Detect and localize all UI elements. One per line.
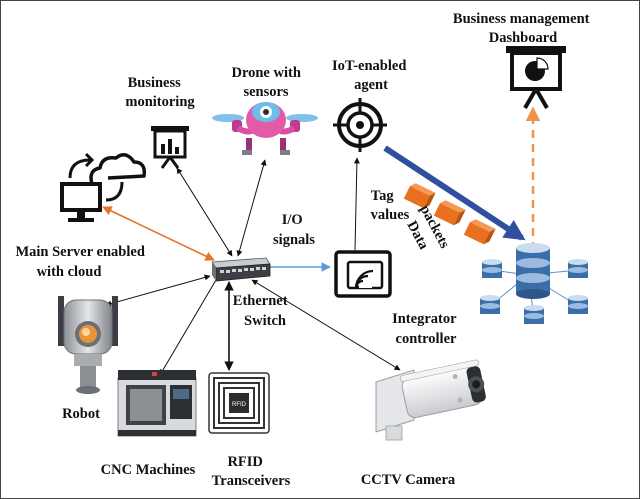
integrator-label: Integrator controller	[392, 311, 460, 347]
rfid-tag-icon: RFID	[208, 372, 270, 434]
integrator-label-line2: controller	[396, 331, 457, 347]
integrator-label-line1: Integrator	[392, 311, 457, 327]
io-signals-label: I/O signals	[273, 212, 315, 248]
rfid-chip-label: RFID	[232, 402, 247, 408]
rfid-label: RFID Transceivers	[212, 454, 291, 489]
robot-icon	[58, 296, 118, 394]
io-signals-label-line1: I/O	[282, 212, 303, 228]
data-packets-icon	[403, 183, 496, 245]
target-icon	[333, 98, 387, 152]
iot-agent-label: IoT-enabled agent	[332, 58, 410, 93]
ethernet-switch-label-line2: Switch	[244, 313, 286, 329]
tag-values-label: Tag values	[371, 188, 410, 223]
ethernet-switch-label: Ethernet Switch	[233, 293, 291, 329]
ethernet-switch-icon	[211, 257, 271, 282]
labels: Business management Dashboard Business m…	[15, 11, 593, 489]
link-switch-cnc	[159, 279, 217, 376]
dashboard-board-icon	[506, 46, 566, 110]
business-management-label: Business management Dashboard	[453, 11, 593, 46]
robot-label: Robot	[62, 406, 100, 422]
connections	[102, 106, 541, 376]
drone-label: Drone with sensors	[231, 65, 304, 100]
database-network-icon	[480, 243, 588, 324]
business-management-label-line1: Business management	[453, 11, 590, 27]
iot-agent-label-line1: IoT-enabled	[332, 58, 406, 74]
server-cloud-icon	[60, 152, 147, 222]
iot-agent-label-line2: agent	[354, 77, 388, 93]
cnc-machine-icon	[117, 370, 197, 437]
link-switch-drone	[236, 159, 267, 257]
link-switch-robot	[105, 274, 211, 307]
drone-label-line2: sensors	[243, 84, 288, 100]
main-server-label-line2: with cloud	[37, 264, 102, 280]
integrator-controller-icon	[334, 250, 392, 298]
presentation-board-icon	[151, 126, 189, 169]
business-management-label-line2: Dashboard	[489, 30, 558, 46]
ethernet-switch-label-line1: Ethernet	[233, 293, 288, 309]
link-switch-server	[102, 206, 215, 261]
cnc-label: CNC Machines	[101, 462, 196, 478]
rfid-label-line2: Transceivers	[212, 473, 291, 489]
link-switch-monitoring	[176, 167, 233, 257]
io-signals-label-line2: signals	[273, 232, 315, 248]
business-monitoring-label-line1: Business	[128, 75, 182, 91]
tag-values-label-line1: Tag	[371, 188, 395, 204]
drone-label-line1: Drone with	[231, 65, 300, 81]
business-monitoring-label: Business monitoring	[125, 75, 195, 110]
tag-values-label-line2: values	[371, 207, 410, 223]
cctv-label: CCTV Camera	[361, 472, 456, 488]
rfid-label-line1: RFID	[227, 454, 262, 470]
main-server-label-line1: Main Server enabled	[15, 244, 144, 260]
link-agent-database	[383, 145, 526, 241]
business-monitoring-label-line2: monitoring	[125, 94, 195, 110]
main-server-label: Main Server enabled with cloud	[15, 244, 148, 280]
database-main-icon	[516, 243, 550, 299]
cctv-camera-icon	[375, 359, 486, 441]
drone-icon	[212, 102, 318, 155]
link-switch-cctv	[251, 279, 401, 371]
link-integrator-agent	[353, 157, 360, 251]
